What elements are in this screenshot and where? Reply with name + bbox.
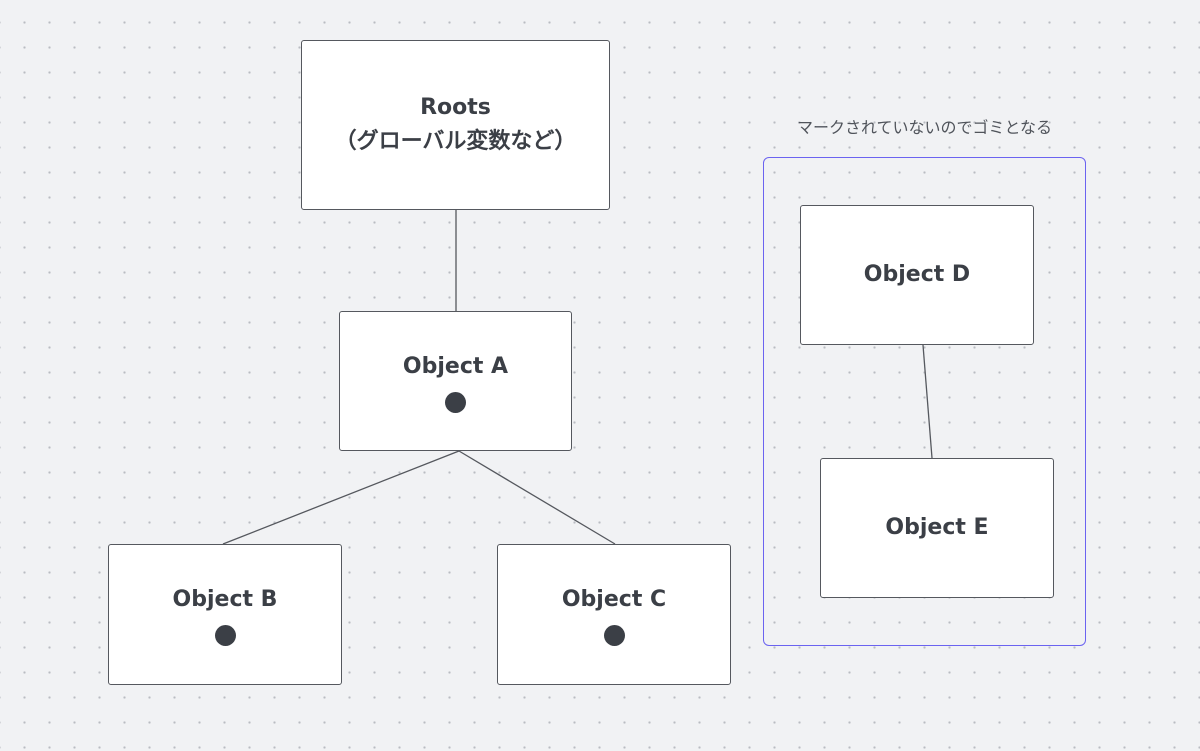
edge-object-d-to-object-e [922,344,933,459]
node-roots-sublabel: （グローバル変数など） [334,129,577,154]
node-roots[interactable]: Roots （グローバル変数など） [301,40,610,210]
garbage-group-caption: マークされていないのでゴミとなる [796,118,1053,137]
node-object-c[interactable]: Object C [497,544,731,685]
node-object-e-label: Object E [885,515,989,540]
node-object-a[interactable]: Object A [339,311,572,451]
filled-circle-icon [214,625,236,646]
node-object-e[interactable]: Object E [820,458,1054,598]
filled-circle-icon [445,391,466,413]
node-object-a-content: Object A [403,350,508,413]
node-object-e-content: Object E [885,511,988,545]
node-object-b[interactable]: Object B [108,544,342,685]
node-object-b-content: Object B [172,583,278,646]
node-object-b-label: Object B [172,587,278,612]
node-object-d-content: Object D [864,258,970,292]
node-object-d-label: Object D [863,262,971,287]
node-object-c-label: Object C [561,587,667,612]
node-roots-content: Roots （グローバル変数など） [335,91,577,159]
node-roots-label: Roots [420,95,491,120]
node-object-a-label: Object A [402,353,509,379]
edge-object-a-to-object-c [458,450,616,545]
garbage-group-frame[interactable] [763,157,1086,646]
edge-object-a-to-object-b [222,450,460,545]
filled-circle-icon [603,625,625,646]
node-object-d[interactable]: Object D [800,205,1034,345]
node-object-c-content: Object C [562,583,666,646]
